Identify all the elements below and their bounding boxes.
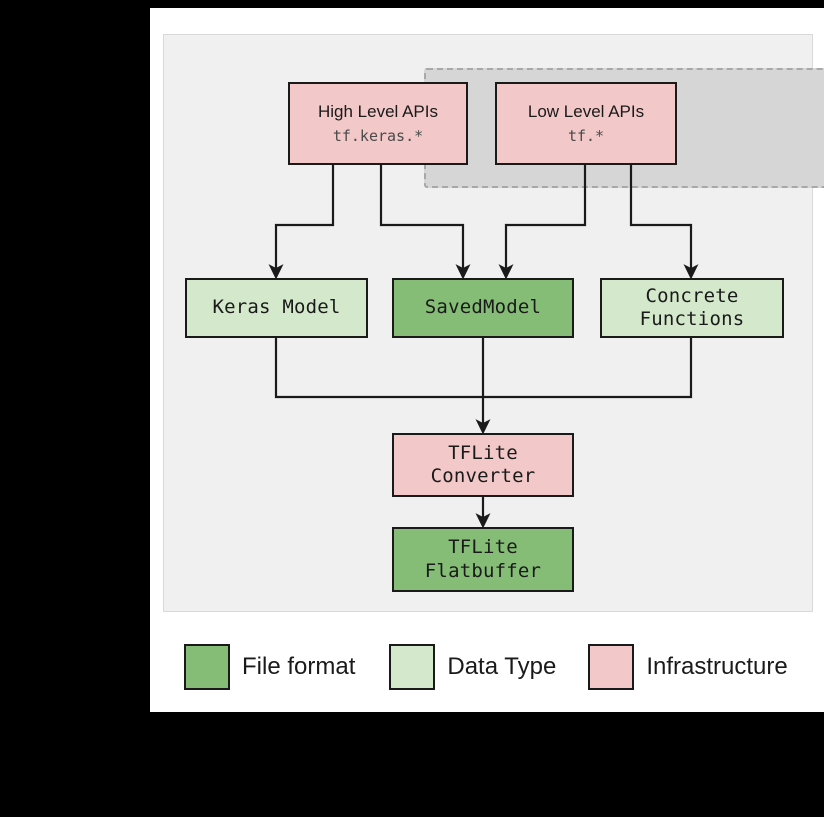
node-low-level-apis-title: Low Level APIs [527, 101, 645, 121]
legend-item-infrastructure: Infrastructure [588, 644, 788, 690]
node-tflite-converter-line2: Converter [430, 465, 536, 487]
legend-swatch-data-type [389, 644, 436, 690]
node-low-level-apis[interactable]: Low Level APIs tf.* [495, 82, 677, 165]
node-keras-model[interactable]: Keras Model [185, 278, 368, 338]
node-concrete-functions-line1: Concrete [645, 284, 739, 307]
node-tflite-flatbuffer-line1: TFLite [448, 536, 518, 559]
node-tflite-converter-line1: TFLite [448, 441, 518, 464]
node-low-level-apis-subtitle: tf.* [567, 126, 605, 145]
node-tflite-flatbuffer-line2: Flatbuffer [424, 559, 542, 582]
node-high-level-apis-title: High Level APIs [317, 101, 438, 121]
legend-label-infrastructure: Infrastructure [646, 653, 788, 680]
node-high-level-apis[interactable]: High Level APIs tf.keras.* [288, 82, 468, 165]
node-saved-model[interactable]: SavedModel [392, 278, 574, 338]
node-concrete-functions-line2: Functions [639, 308, 745, 330]
legend-item-data-type: Data Type [389, 644, 556, 690]
node-keras-model-label: Keras Model [212, 296, 341, 319]
legend-label-file-format: File format [242, 653, 356, 680]
node-high-level-apis-subtitle: tf.keras.* [332, 126, 424, 145]
node-saved-model-label: SavedModel [424, 296, 542, 319]
legend-swatch-file-format [184, 644, 230, 690]
node-tflite-converter[interactable]: TFLite Converter [392, 433, 574, 497]
diagram-page [150, 8, 824, 712]
legend-item-file-format: File format [184, 644, 355, 690]
node-concrete-functions[interactable]: Concrete Functions [600, 278, 784, 338]
legend-label-data-type: Data Type [447, 653, 557, 680]
node-tflite-flatbuffer[interactable]: TFLite Flatbuffer [392, 527, 574, 592]
legend: File format Data Type Infrastructure [150, 636, 824, 698]
legend-swatch-infrastructure [588, 644, 635, 690]
